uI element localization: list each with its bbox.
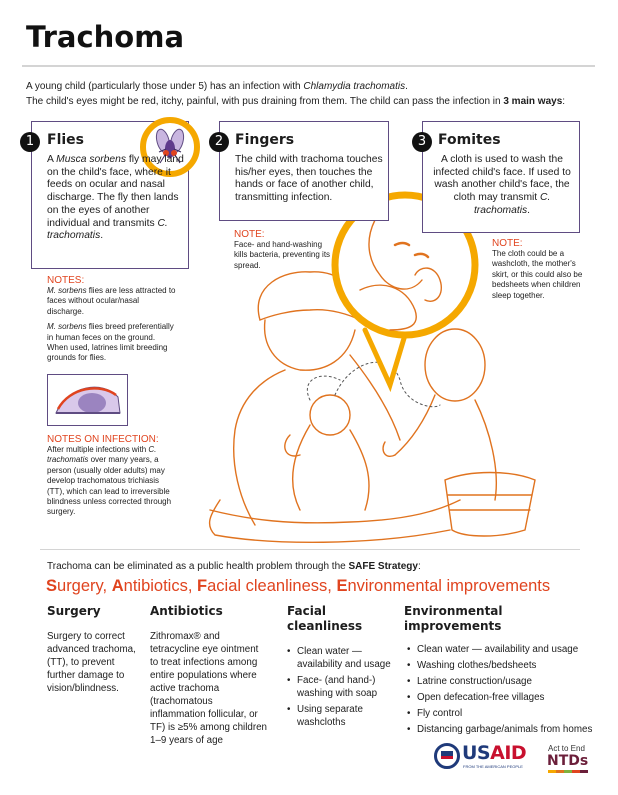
intro-line-2: The child's eyes might be red, itchy, pa… [26,94,565,109]
fingers-box [219,121,389,221]
text: A cloth is used to wash the infected chi… [433,154,571,204]
intro-text: The child's eyes might be red, itchy, pa… [26,96,504,107]
list-item: Open defecation-free villages [407,691,604,704]
safe-intro: Trachoma can be eliminated as a public h… [47,561,421,572]
italic-text: C. trachomatis [473,192,551,216]
italic-text: M. sorbens [47,322,87,332]
text: Trachoma can be eliminated as a public h… [47,561,349,572]
intro-text: . [405,81,408,92]
bold-text: SAFE Strategy [348,561,418,572]
flies-title: Flies [47,132,84,148]
ntds-color-bar [548,770,588,773]
divider [40,549,580,550]
text: acial cleanliness, [207,577,337,595]
intro-bold: 3 main ways [503,96,563,107]
column-text: Surgery to correct advanced trachoma, (T… [47,631,136,694]
flies-notes: NOTES: M. sorbens flies are less attract… [47,275,177,364]
note-text: Face- and hand-washing kills bacteria, p… [234,240,331,270]
initial: F [197,577,208,595]
ntds-logo-tagline: Act to End [548,744,585,753]
list-item: Washing clothes/bedsheets [407,659,604,672]
number-badge-3: 3 [412,132,432,152]
notes-heading: NOTES: [47,275,85,286]
text: flies breed preferentially in human fece… [47,322,174,363]
notes-heading: NOTES ON INFECTION: [47,434,159,445]
text: ntibiotics, [123,577,198,595]
page-title: Trachoma [26,20,185,54]
note-paragraph: M. sorbens flies breed preferentially in… [47,322,177,364]
list-item: Latrine construction/usage [407,675,604,688]
usaid-tagline: FROM THE AMERICAN PEOPLE [463,764,523,769]
note-heading: NOTE: [234,229,265,240]
number-badge-1: 1 [20,132,40,152]
list-item: Using separate washcloths [287,703,392,729]
fingers-title: Fingers [235,132,295,148]
fly-icon [140,117,200,177]
fomites-title: Fomites [438,132,501,148]
column-title: Antibiotics [150,604,223,618]
flies-text: A Musca sorbens fly may land on the chil… [47,154,185,243]
surgery-column: Surgery Surgery to correct advanced trac… [47,604,137,695]
ntds-logo: NTDs [547,753,589,769]
intro-text: A young child (particularly those under … [26,81,304,92]
initial: S [46,577,58,595]
list-item: Distancing garbage/animals from homes [407,723,604,736]
fingers-note: NOTE: Face- and hand-washing kills bacte… [234,229,334,271]
list-item: Face- (and hand-) washing with soap [287,674,392,700]
note-text: After multiple infections with C. tracho… [47,445,177,518]
italic-text: Musca sorbens [56,154,126,165]
intro-italic: Chlamydia trachomatis [303,81,406,92]
column-text: Zithromax® and tetracycline eye ointment… [150,631,267,746]
fingers-text: The child with trachoma touches his/her … [235,154,383,204]
trichiasis-eye-icon [47,374,128,426]
environmental-list: Clean water — availability and usage Was… [407,643,604,736]
text: fly may land on the child's face, where … [47,154,184,229]
safe-heading: Surgery, Antibiotics, Facial cleanliness… [46,577,550,596]
intro-line-1: A young child (particularly those under … [26,79,408,94]
fomites-box [422,121,580,233]
initial: A [111,577,124,595]
note-text: The cloth could be a washcloth, the moth… [492,249,583,300]
text: urgery, [57,577,112,595]
intro-text: : [562,96,566,107]
fomites-text: A cloth is used to wash the infected chi… [432,154,572,218]
italic-text: C. trachomatis [47,217,168,242]
text: nvironmental improvements [347,577,551,595]
text: A [47,154,57,165]
column-title: Facial cleanliness [287,604,363,633]
text: . [527,204,531,216]
column-title: Environmental improvements [404,604,503,633]
list-item: Fly control [407,707,604,720]
column-title: Surgery [47,604,101,618]
text: over many years, a person (usually older… [47,455,172,517]
environmental-column: Environmental improvements Clean water —… [404,604,604,739]
number-badge-2: 2 [209,132,229,152]
fomites-note: NOTE: The cloth could be a washcloth, th… [492,238,592,301]
usaid-logo: USAID [462,742,527,764]
italic-text: M. sorbens [47,286,87,295]
usaid-seal-icon [434,743,460,769]
facial-list: Clean water — availability and usage Fac… [287,645,392,729]
text: . [100,230,104,242]
text: After multiple infections with [47,445,149,454]
text: flies are less attracted to faces withou… [47,286,176,316]
list-item: Clean water — availability and usage [287,645,392,671]
antibiotics-column: Antibiotics Zithromax® and tetracycline … [150,604,268,747]
text: : [417,561,421,572]
facial-column: Facial cleanliness Clean water — availab… [287,604,392,732]
initial: E [336,577,348,595]
list-item: Clean water — availability and usage [407,643,604,656]
italic-text: C. trachomatis [47,445,157,465]
note-heading: NOTE: [492,238,523,249]
divider [22,65,595,67]
note-paragraph: M. sorbens flies are less attracted to f… [47,286,177,317]
infection-notes: NOTES ON INFECTION: After multiple infec… [47,434,177,518]
